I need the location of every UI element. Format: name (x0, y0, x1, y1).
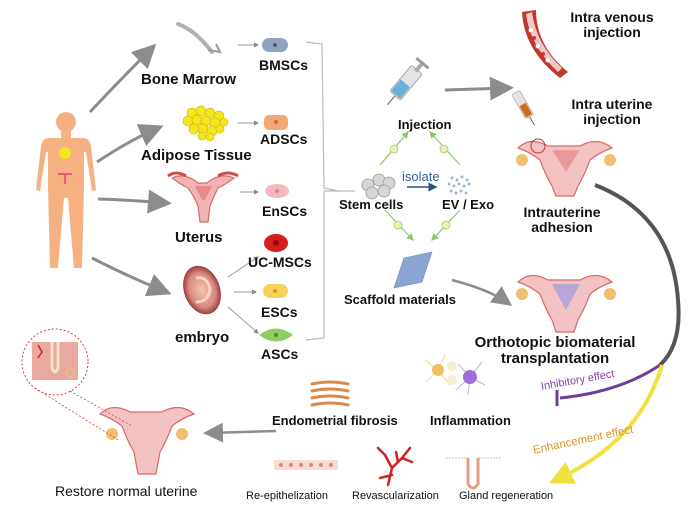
intrauterine-adhesion-line1: Intrauterine (523, 204, 601, 220)
orthotopic-line2: transplantation (500, 350, 610, 367)
uterus-source-icon (167, 171, 239, 223)
fibrosis-icon (310, 380, 350, 407)
restore-normal-uterine-label: Restore normal uterine (55, 483, 198, 499)
intra-uterine-label: Intra uterine injection (552, 97, 672, 127)
uc-msc-label: UC-MSCs (248, 254, 312, 270)
magnified-endometrium-icon (21, 328, 133, 441)
intra-venous-line2: injection (583, 24, 641, 40)
re-epithelization-label: Re-epithelization (246, 490, 328, 502)
ev-exo-icon (447, 175, 471, 195)
orthotopic-line1: Orthotopic biomaterial (474, 334, 636, 351)
gland-regeneration-label: Gland regeneration (459, 490, 554, 502)
gland-icon (446, 457, 502, 490)
scaffold-arrow (451, 278, 513, 306)
bmsc-cell-icon (262, 38, 288, 52)
uterus-restored-icon (98, 406, 196, 475)
scaffold-materials-label: Scaffold materials (344, 292, 456, 307)
isolate-label: isolate (402, 169, 440, 184)
adsc-cell-icon (264, 115, 288, 130)
enhancement-arrow (549, 364, 664, 484)
stem-cells-icon (361, 173, 396, 200)
intra-venous-label: Intra venous injection (552, 10, 672, 40)
ensc-cell-icon (265, 184, 289, 198)
endometrial-fibrosis-label: Endometrial fibrosis (272, 413, 398, 428)
adipose-tissue-icon (182, 105, 229, 142)
outcome-curve (594, 183, 681, 367)
uterus-label: Uterus (175, 229, 223, 246)
injection-arrow (444, 76, 514, 101)
asc-label: ASCs (261, 346, 299, 362)
cell-arrows (227, 42, 259, 334)
bone-marrow-label: Bone Marrow (141, 71, 237, 88)
inflammation-label: Inflammation (430, 413, 511, 428)
cell-icons (259, 38, 293, 342)
inflammation-icon (424, 354, 486, 396)
intra-uterine-line1: Intra uterine (571, 96, 653, 112)
ev-exo-label: EV / Exo (442, 197, 495, 212)
ensc-label: EnSCs (262, 203, 308, 219)
human-body-icon (36, 112, 96, 268)
adipose-tissue-label: Adipose Tissue (141, 147, 252, 164)
blood-vessel-icon (522, 10, 568, 78)
bmsc-label: BMSCs (259, 57, 309, 73)
orthotopic-label: Orthotopic biomaterial transplantation (455, 335, 655, 367)
intrauterine-adhesion-line2: adhesion (531, 219, 593, 235)
re-epithelization-icon (274, 460, 338, 470)
bone-marrow-icon (176, 22, 222, 54)
intrauterine-adhesion-label: Intrauterine adhesion (512, 205, 612, 235)
syringe-icon (387, 56, 430, 106)
injection-label: Injection (398, 117, 452, 132)
source-arrows (88, 43, 172, 297)
cell-bracket (305, 41, 339, 341)
uterine-syringe-icon (512, 90, 535, 126)
uterus-orthotopic-icon (516, 274, 616, 333)
revascularization-label: Revascularization (352, 490, 439, 502)
adsc-label: ADSCs (260, 131, 308, 147)
embryo-label: embryo (175, 329, 230, 346)
stem-cells-label: Stem cells (339, 197, 404, 212)
inhibitory-arrow (559, 363, 661, 400)
esc-cell-icon (263, 284, 288, 298)
revascularization-icon (376, 446, 414, 487)
scaffold-icon (393, 251, 433, 289)
asc-cell-icon (259, 328, 293, 342)
intra-uterine-line2: injection (583, 111, 641, 127)
restore-arrow (203, 422, 277, 443)
therapy-markers (389, 144, 451, 230)
uc-msc-cell-icon (264, 234, 288, 252)
intra-venous-line1: Intra venous (570, 9, 654, 25)
esc-label: ESCs (261, 304, 298, 320)
embryo-icon (183, 265, 221, 315)
uterus-adhesion-icon (516, 138, 616, 197)
